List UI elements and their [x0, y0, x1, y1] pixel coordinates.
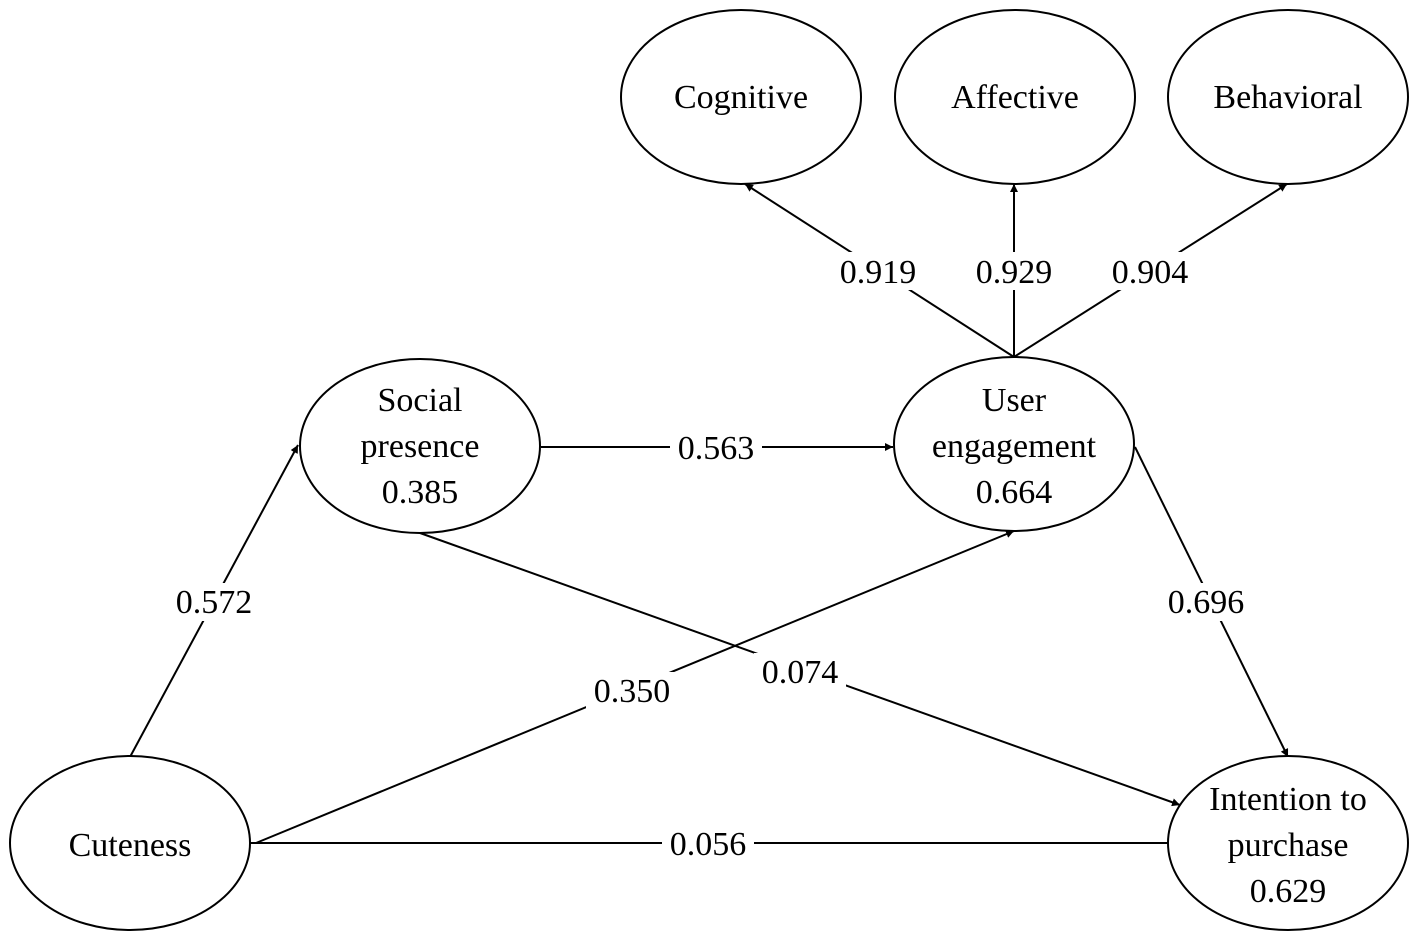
node-user-engagement: User engagement 0.664: [893, 356, 1135, 532]
label-sp-intention: 0.074: [754, 653, 846, 691]
coef-cute-sp: 0.572: [176, 584, 253, 621]
node-intention-line1: Intention to: [1209, 781, 1367, 818]
node-cuteness-label: Cuteness: [69, 827, 192, 864]
node-intention-value: 0.629: [1250, 873, 1327, 910]
node-social-presence-value: 0.385: [382, 474, 459, 511]
node-user-engagement-line1: User: [982, 382, 1047, 419]
node-user-engagement-line2: engagement: [932, 428, 1097, 465]
label-ue-intention: 0.696: [1160, 583, 1252, 621]
node-cognitive: Cognitive: [620, 9, 862, 185]
label-sp-ue: 0.563: [670, 430, 762, 467]
coef-sp-intention: 0.074: [762, 654, 839, 691]
coef-ue-cognitive: 0.919: [840, 254, 917, 291]
node-user-engagement-value: 0.664: [976, 474, 1053, 511]
node-cuteness: Cuteness: [9, 755, 251, 931]
node-social-presence-line1: Social: [378, 382, 463, 419]
node-social-presence: Social presence 0.385: [299, 358, 541, 534]
coef-ue-behavioral: 0.904: [1112, 254, 1189, 291]
node-affective-label: Affective: [951, 79, 1079, 116]
coef-ue-intention: 0.696: [1168, 584, 1245, 621]
label-cute-sp: 0.572: [168, 583, 260, 621]
label-cute-ue: 0.350: [586, 672, 678, 710]
label-ue-behavioral: 0.904: [1104, 252, 1196, 291]
coef-ue-affective: 0.929: [976, 254, 1053, 291]
node-social-presence-line2: presence: [361, 428, 480, 465]
node-intention-to-purchase: Intention to purchase 0.629: [1167, 755, 1409, 931]
coef-sp-ue: 0.563: [678, 430, 755, 467]
label-cute-intention: 0.056: [662, 826, 754, 863]
node-affective: Affective: [894, 9, 1136, 185]
node-cognitive-label: Cognitive: [674, 79, 808, 116]
node-behavioral: Behavioral: [1167, 9, 1409, 185]
node-intention-line2: purchase: [1228, 827, 1349, 864]
coef-cute-intention: 0.056: [670, 826, 747, 863]
label-ue-cognitive: 0.919: [832, 252, 924, 291]
label-ue-affective: 0.929: [970, 252, 1060, 291]
node-behavioral-label: Behavioral: [1213, 79, 1362, 116]
coef-cute-ue: 0.350: [594, 673, 671, 710]
